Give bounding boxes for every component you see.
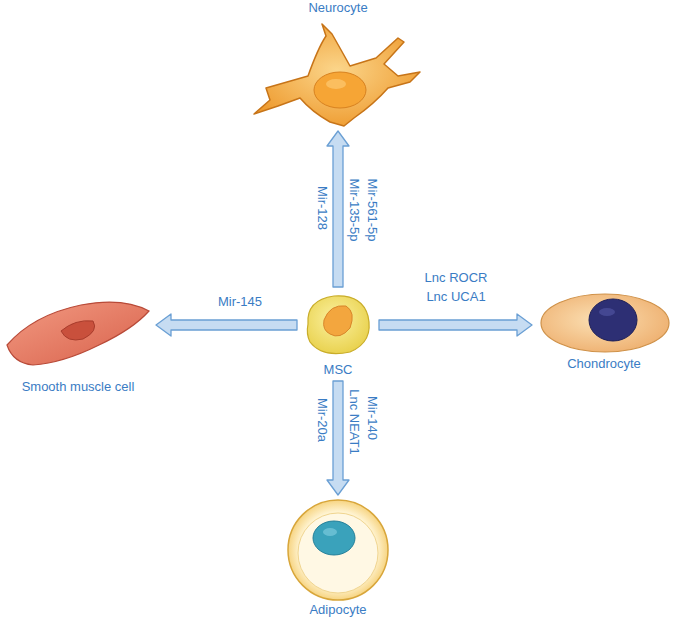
cell-illustration [278, 498, 398, 602]
edge-label: Mir-20a [314, 398, 330, 442]
adipocyte-cell: Adipocyte [278, 498, 398, 618]
cell-illustration [248, 18, 428, 128]
cell-label: MSC [324, 362, 353, 378]
cell-illustration [3, 285, 153, 373]
cell-label: Smooth muscle cell [22, 379, 135, 395]
cell-label: Chondrocyte [567, 356, 641, 372]
rna-label: Mir-140 [364, 396, 380, 440]
differentiation-arrow [327, 381, 349, 495]
msc-cell: MSC [300, 290, 376, 378]
rna-label: Mir-561-5p [364, 179, 380, 242]
cell-label: Neurocyte [308, 0, 367, 16]
differentiation-arrow [379, 314, 532, 336]
chondrocyte-cell: Chondrocyte [535, 290, 673, 372]
differentiation-arrow [156, 314, 297, 336]
smooth-muscle-cell: Smooth muscle cell [3, 285, 153, 395]
neurocyte-cell: Neurocyte [248, 0, 428, 128]
rna-label: Mir-135-5p [346, 179, 362, 242]
edge-label: Mir-145 [218, 294, 262, 310]
cell-label: Adipocyte [309, 602, 366, 618]
cell-illustration [535, 290, 673, 354]
rna-label: Lnc NEAT1 [346, 389, 362, 455]
rna-label: Lnc UCA1 [426, 289, 485, 305]
differentiation-arrow [327, 131, 349, 287]
edge-label: Mir-128 [314, 186, 330, 230]
cell-illustration [300, 290, 376, 360]
edge-label: Lnc ROCR [425, 270, 488, 286]
